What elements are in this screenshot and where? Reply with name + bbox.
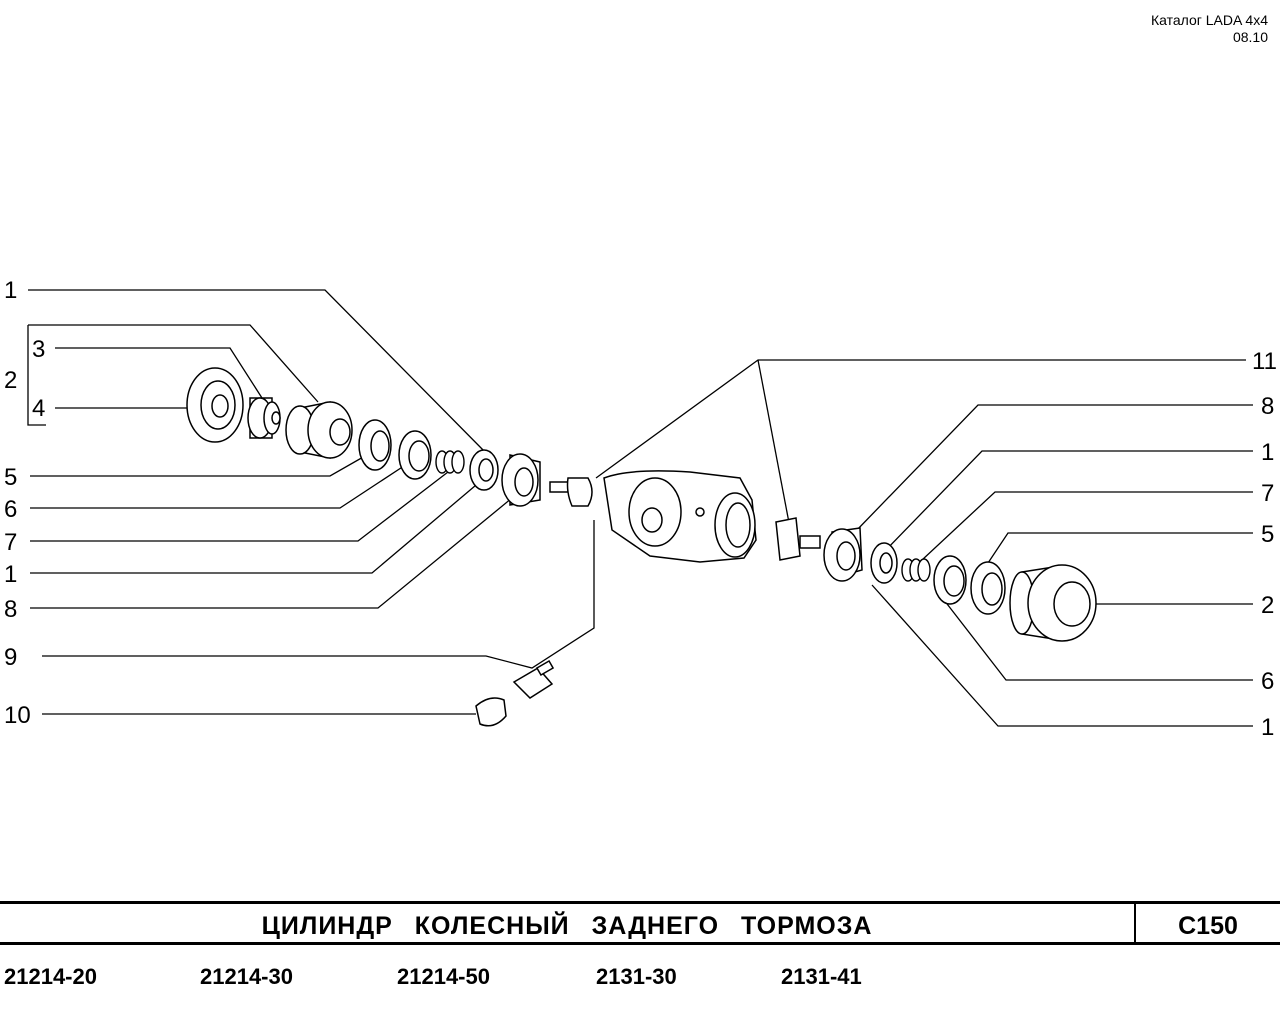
cup-right: [933, 555, 967, 605]
pin-left: [549, 477, 593, 507]
cap-left: [285, 401, 353, 459]
model-list: 21214-20 21214-30 21214-50 2131-30 2131-…: [0, 964, 1280, 998]
ring-right: [870, 542, 898, 584]
inlet-fitting: [775, 517, 821, 561]
page-title: ЦИЛИНДР КОЛЕСНЫЙ ЗАДНЕГО ТОРМОЗА: [261, 912, 873, 940]
callout-left-8: 8: [4, 596, 17, 623]
page-code: C150: [1178, 912, 1238, 940]
spring-right: [901, 558, 931, 582]
model-code: 2131-30: [596, 964, 677, 989]
cage-left: [501, 453, 541, 507]
model-code: 21214-50: [397, 964, 490, 989]
catalog-date: 08.10: [1232, 29, 1268, 45]
ring-left: [469, 449, 499, 491]
callout-right-11: 11: [1252, 348, 1277, 375]
cup-left: [398, 430, 432, 480]
callout-left-4: 4: [32, 395, 45, 422]
callout-left-3: 3: [32, 336, 45, 363]
callout-left-6: 6: [4, 496, 17, 523]
callout-right-1-bottom: 1: [1261, 714, 1274, 741]
callout-left-7: 7: [4, 529, 17, 556]
seal-left: [358, 419, 392, 471]
callout-right-2: 2: [1261, 592, 1274, 619]
piston-left: [247, 397, 281, 439]
title-bar: ЦИЛИНДР КОЛЕСНЫЙ ЗАДНЕГО ТОРМОЗА C150: [0, 901, 1280, 945]
exploded-diagram: 1 2 3 4 5 6 7 1 8 9 10 11 8 1 7 5 2 6 1: [4, 277, 1277, 741]
callout-right-1-top: 1: [1261, 439, 1274, 466]
boot-left: [186, 367, 244, 443]
model-code: 21214-20: [4, 964, 97, 989]
callout-left-1-top: 1: [4, 277, 17, 304]
callout-right-6: 6: [1261, 668, 1274, 695]
page-header: Каталог LADA 4x4 08.10: [1151, 12, 1268, 46]
callout-left-5: 5: [4, 464, 17, 491]
page-footer: ЦИЛИНДР КОЛЕСНЫЙ ЗАДНЕГО ТОРМОЗА C150 21…: [0, 900, 1280, 1021]
callout-left-1-mid: 1: [4, 561, 17, 588]
title-divider: [1134, 904, 1136, 942]
callout-left-2: 2: [4, 367, 17, 394]
boot-right: [1009, 564, 1097, 642]
cylinder-body: [603, 470, 757, 563]
callout-right-7: 7: [1261, 480, 1274, 507]
callout-left-10: 10: [4, 702, 31, 729]
model-code: 2131-41: [781, 964, 862, 989]
bleeder-screw: [512, 660, 555, 699]
model-code: 21214-30: [200, 964, 293, 989]
catalog-name: Каталог LADA 4x4: [1150, 12, 1268, 28]
callout-right-5: 5: [1261, 521, 1274, 548]
bleeder-cap: [475, 697, 507, 727]
callout-left-9: 9: [4, 644, 17, 671]
seal-right: [970, 561, 1006, 615]
leader-lines: [27, 289, 1253, 727]
callout-right-8: 8: [1261, 393, 1274, 420]
spring-left: [435, 450, 465, 474]
cage-right: [823, 527, 863, 582]
